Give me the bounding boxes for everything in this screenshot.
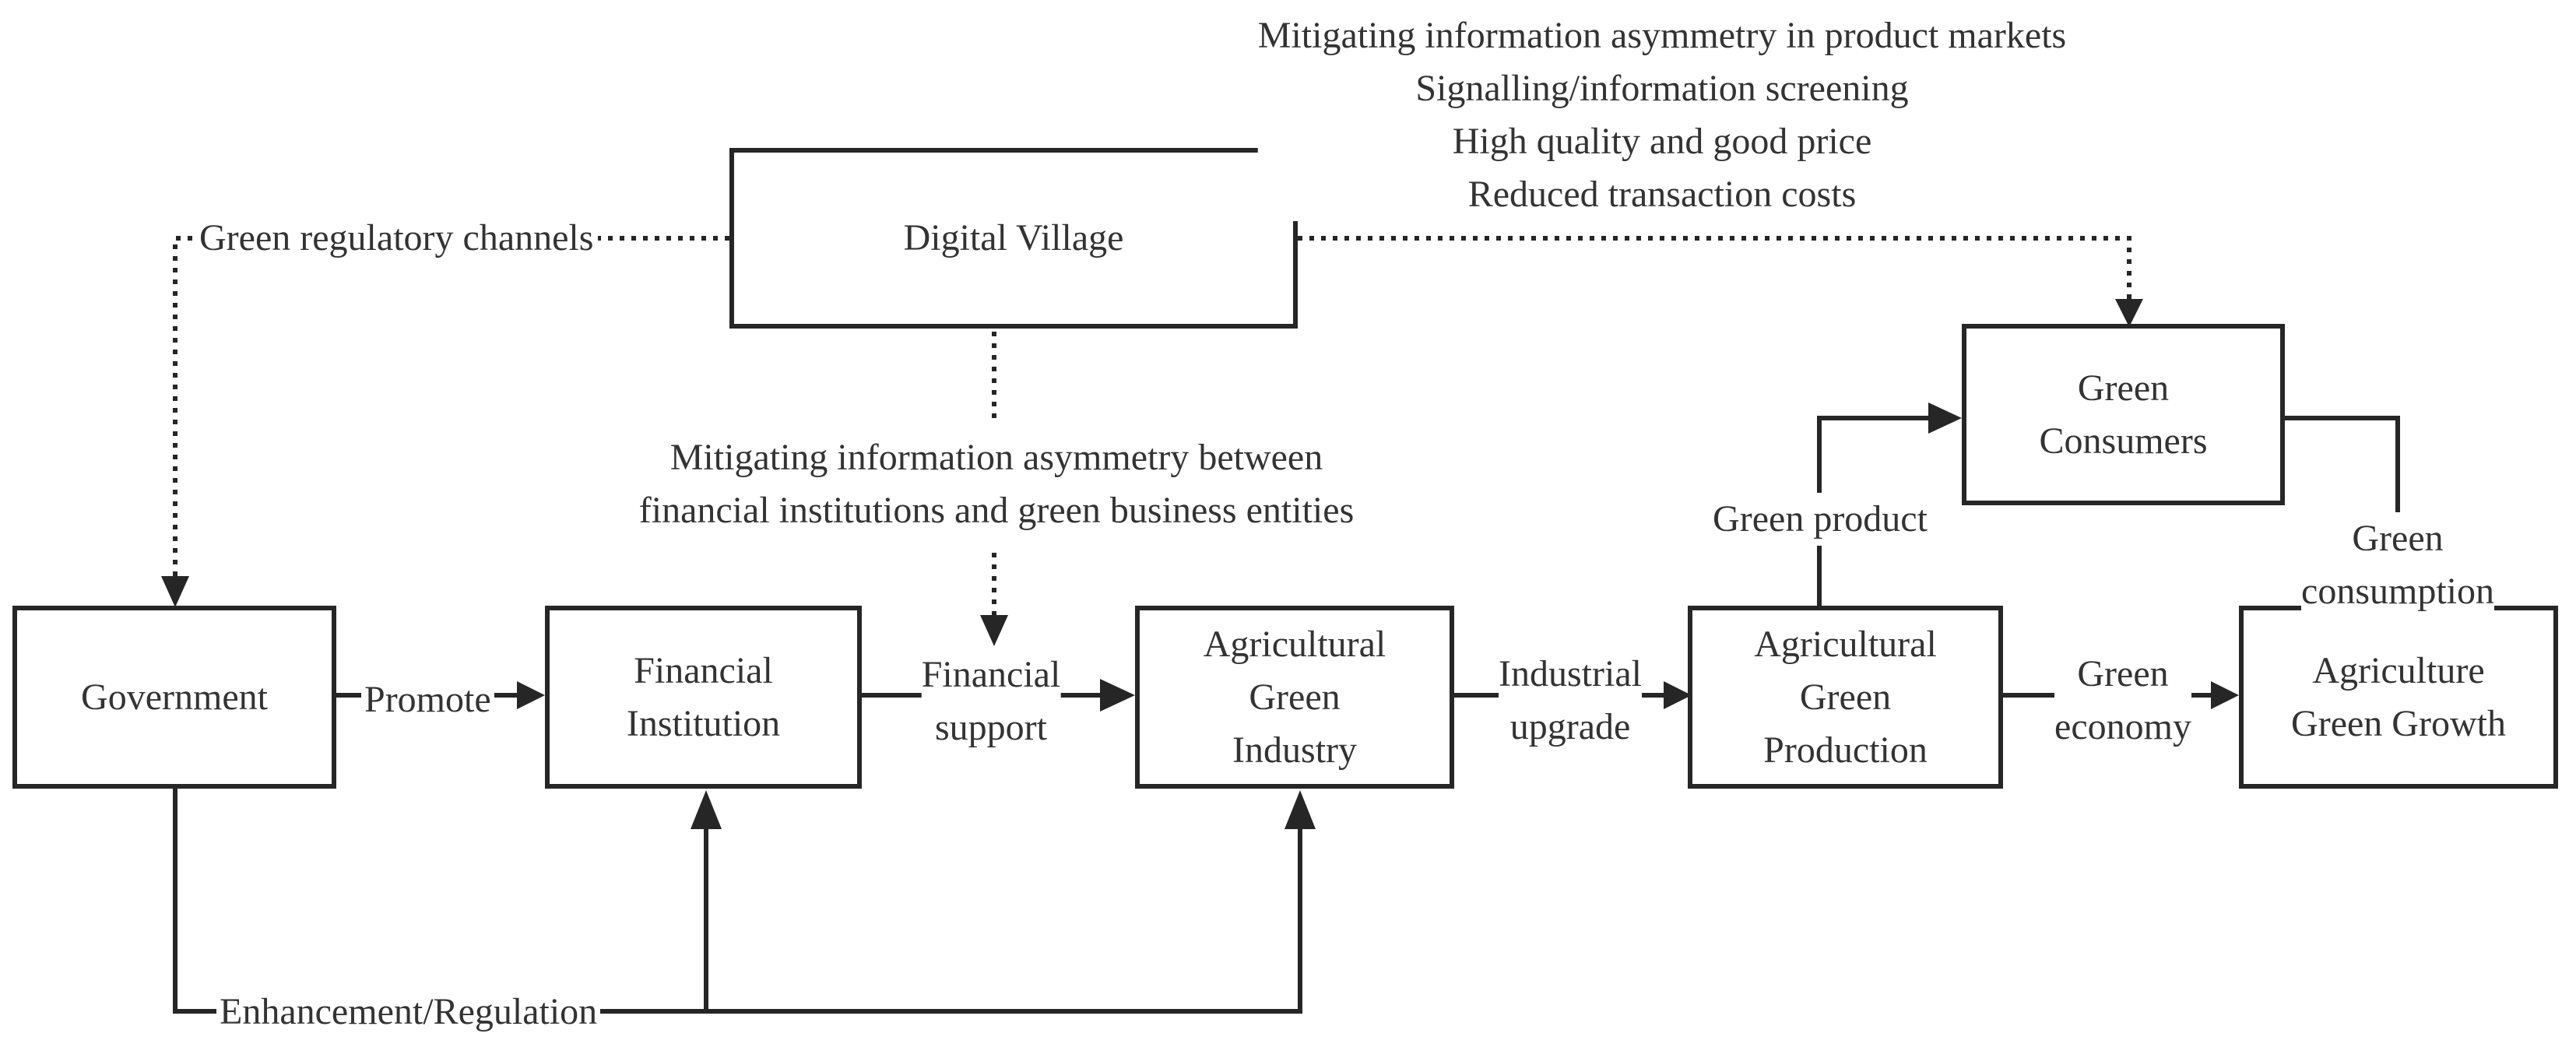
financial-asymmetry-annotation: Mitigating information asymmetry between… [638, 431, 1355, 537]
financial-institution-node: Financial Institution [545, 606, 862, 789]
agri-green-production-node: Agricultural Green Production [1688, 606, 2003, 789]
enhancement-line [173, 789, 1302, 1014]
industrial-upgrade-label: Industrial upgrade [1499, 648, 1642, 754]
product-market-dotted-line [1298, 236, 2131, 299]
financial-institution-label: Financial Institution [626, 649, 781, 744]
government-label: Government [81, 676, 268, 718]
arrowhead-agri-growth [2211, 681, 2239, 709]
agri-green-growth-label: Agriculture Green Growth [2291, 649, 2506, 744]
enhancement-label: Enhancement/Regulation [216, 986, 601, 1039]
green-consumption-label: Green consumption [2301, 512, 2494, 618]
arrowhead-green-consumers-top [2115, 299, 2143, 327]
digital-village-node: Digital Village [729, 148, 1298, 329]
financial-support-label: Financial support [921, 649, 1061, 754]
agri-green-industry-node: Agricultural Green Industry [1135, 606, 1454, 789]
arrowhead-agri-production [1664, 681, 1692, 709]
green-consumers-node: Green Consumers [1962, 324, 2285, 505]
product-markets-annotation: Mitigating information asymmetry in prod… [1257, 9, 2067, 221]
green-product-label: Green product [1713, 493, 1928, 546]
promote-label: Promote [361, 673, 494, 726]
agri-green-growth-node: Agriculture Green Growth [2239, 606, 2558, 789]
arrowhead-agri-industry [1100, 679, 1135, 712]
green-economy-label: Green economy [2054, 648, 2191, 754]
arrowhead-government [161, 576, 189, 607]
green-regulatory-label: Green regulatory channels [195, 212, 599, 265]
arrowhead-industry-bottom [1284, 790, 1316, 829]
agri-green-production-label: Agricultural Green Production [1754, 623, 1937, 771]
green-consumers-label: Green Consumers [2039, 367, 2208, 462]
digital-village-label: Digital Village [903, 217, 1124, 258]
government-node: Government [12, 606, 336, 789]
arrowhead-green-consumers-left [1928, 402, 1962, 434]
agri-green-industry-label: Agricultural Green Industry [1203, 623, 1386, 771]
arrowhead-financial-support [980, 615, 1008, 646]
arrowhead-fi-bottom [691, 790, 722, 829]
arrowhead-financial-institution [517, 681, 545, 709]
